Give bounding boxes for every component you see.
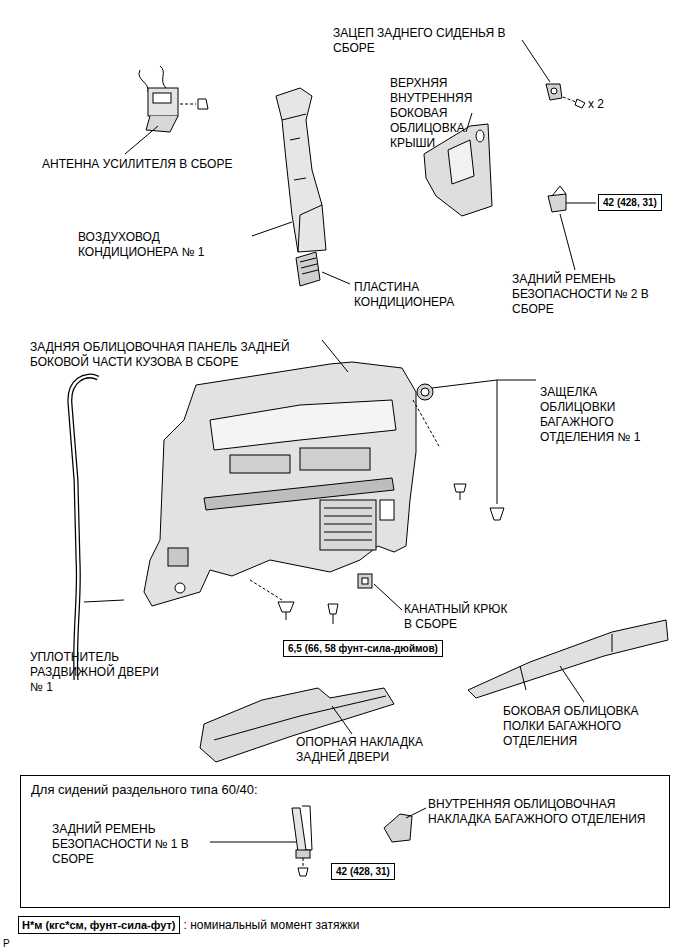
key-note: : номинальный момент затяжки: [184, 918, 360, 933]
antenna-part: [125, 66, 208, 154]
belt-2-part: [548, 186, 596, 270]
part-name: АНТЕННА УСИЛИТЕЛЯ В СБОРЕ: [42, 157, 232, 172]
quantity-note: x 2: [588, 97, 604, 112]
part-name: ВНУТРЕННЯЯ ОБЛИЦОВОЧНАЯ НАКЛАДКА БАГАЖНО…: [428, 797, 673, 827]
figure-code: P: [3, 936, 10, 951]
torque-value: 6,5 (66, 58 фунт-сила-дюймов): [288, 642, 438, 655]
torque-value: 42 (428, 31): [336, 865, 390, 878]
part-name: БОКОВАЯ ОБЛИЦОВКА ПОЛКИ БАГАЖНОГО ОТДЕЛЕ…: [503, 704, 683, 749]
door-seal-part: [70, 376, 124, 680]
part-name: ЗАДНИЙ РЕМЕНЬ БЕЗОПАСНОСТИ № 1 В СБОРЕ: [52, 822, 210, 867]
part-name: ЗАЦЕП ЗАДНЕГО СИДЕНЬЯ В СБОРЕ: [333, 26, 519, 56]
unit-key-box: Н*м (кгс*см, фунт-сила-фут): [18, 916, 180, 934]
part-name: ВОЗДУХОВОД КОНДИЦИОНЕРА № 1: [78, 230, 250, 260]
belt-1-part: [210, 806, 312, 876]
torque-box: 42 (428, 31): [598, 194, 662, 211]
air-duct-part: [252, 88, 326, 252]
part-name: ПЛАСТИНА КОНДИЦИОНЕРА: [354, 280, 479, 310]
quarter-panel-part: [144, 340, 416, 606]
torque-box: 6,5 (66, 58 фунт-сила-дюймов): [283, 640, 443, 657]
torque-box: 42 (428, 31): [331, 863, 395, 880]
rope-hook-part: [328, 574, 402, 624]
part-name: КАНАТНЫЙ КРЮК В СБОРЕ: [404, 602, 514, 632]
torque-value: Н*м (кгс*см, фунт-сила-фут): [22, 918, 176, 932]
seat-hook-part: [522, 40, 585, 108]
box-heading: Для сидений раздельного типа 60/40:: [31, 782, 659, 798]
part-name: ЗАЩЕЛКА ОБЛИЦОВКИ БАГАЖНОГО ОТДЕЛЕНИЯ № …: [540, 385, 652, 445]
part-name: УПЛОТНИТЕЛЬ РАЗДВИЖНОЙ ДВЕРИ № 1: [30, 650, 162, 695]
clip-parts: [250, 380, 536, 620]
part-name: ЗАДНИЙ РЕМЕНЬ БЕЗОПАСНОСТИ № 2 В СБОРЕ: [512, 272, 662, 317]
plate-part: [296, 252, 350, 286]
part-name: ЗАДНЯЯ ОБЛИЦОВОЧНАЯ ПАНЕЛЬ ЗАДНЕЙ БОКОВО…: [30, 340, 330, 370]
part-name: ВЕРХНЯЯ ВНУТРЕННЯЯ БОКОВАЯ ОБЛИЦОВКА КРЫ…: [390, 76, 485, 151]
deck-trim-part: [468, 620, 668, 702]
part-name: ОПОРНАЯ НАКЛАДКА ЗАДНЕЙ ДВЕРИ: [296, 735, 446, 765]
torque-value: 42 (428, 31): [603, 196, 657, 209]
inner-trim-part: [384, 808, 426, 842]
